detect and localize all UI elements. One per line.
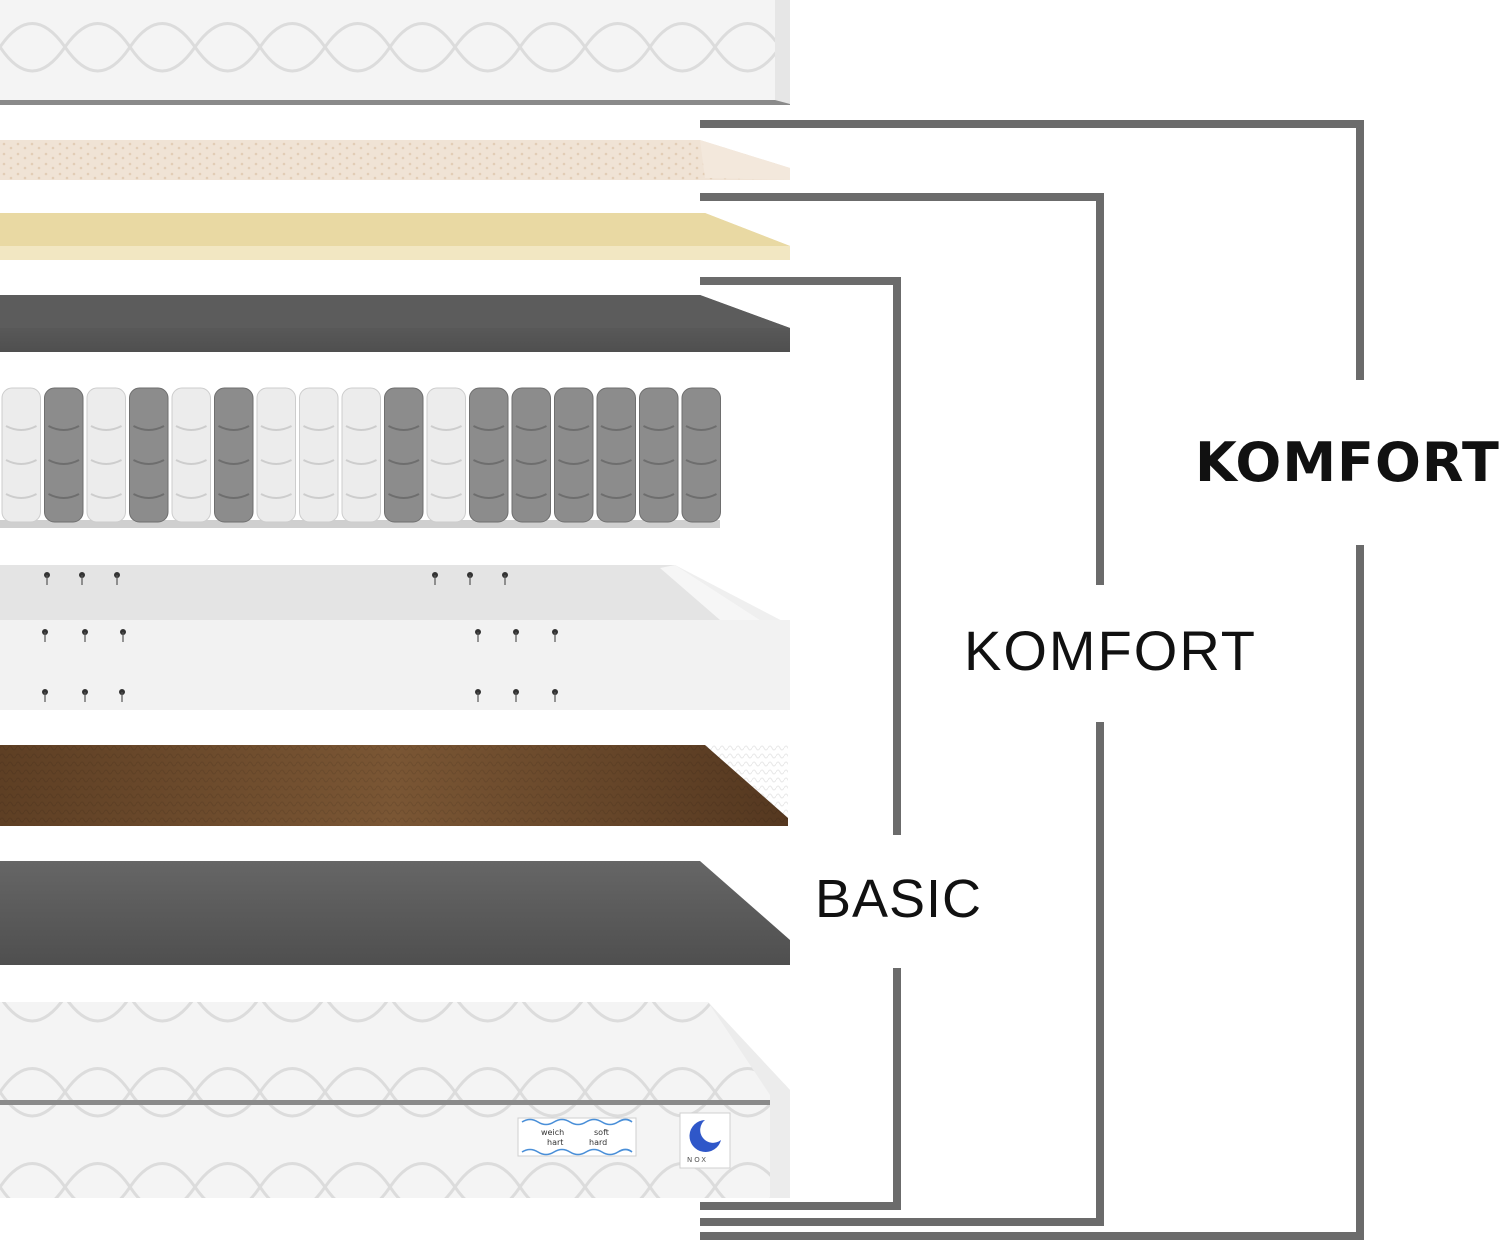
spring-pocket [639, 387, 679, 523]
brand-name: NOX [687, 1156, 708, 1164]
cold-foam-frame-layer [0, 565, 790, 710]
spring-pocket [426, 387, 466, 523]
komfort-label: KOMFORT [964, 619, 1257, 682]
spring-pocket [214, 387, 254, 523]
bracket-basic [700, 277, 901, 1210]
tag-soft-de: weich [541, 1128, 564, 1137]
spring-pocket [44, 387, 84, 523]
spring-pocket [384, 387, 424, 523]
brand-tag: NOX [679, 1112, 731, 1169]
visco-foam-layer [0, 213, 790, 260]
bottom-cover-layer: weich soft hart hard NOX [0, 1002, 790, 1198]
tag-hard-en: hard [589, 1138, 607, 1147]
pocket-spring-core [0, 387, 721, 528]
frame-pins [42, 572, 558, 702]
spring-pocket [129, 387, 169, 523]
tag-soft-en: soft [594, 1128, 609, 1137]
spring-pocket [171, 387, 211, 523]
dark-foam-layer-top [0, 295, 790, 352]
coconut-fiber-layer [0, 745, 788, 826]
spring-pocket [554, 387, 594, 523]
bracket-komfort-plus [700, 120, 1364, 1240]
spring-pocket [86, 387, 126, 523]
spring-pocket [511, 387, 551, 523]
tag-hard-de: hart [547, 1138, 563, 1147]
spring-pocket [1, 387, 41, 523]
komfort-plus-label: KOMFORT + [1195, 431, 1500, 494]
bracket-komfort [700, 193, 1104, 1226]
firmness-care-tag: weich soft hart hard [517, 1117, 637, 1157]
spring-pocket [299, 387, 339, 523]
top-cover-layer [0, 0, 790, 105]
spring-pocket [341, 387, 381, 523]
dark-foam-layer-bottom [0, 861, 790, 965]
basic-label: BASIC [815, 869, 983, 929]
spring-pocket [469, 387, 509, 523]
spring-pocket [596, 387, 636, 523]
spring-pocket [681, 387, 721, 523]
spring-pocket [256, 387, 296, 523]
moon-logo-icon [689, 1120, 721, 1152]
latex-layer [0, 140, 790, 180]
